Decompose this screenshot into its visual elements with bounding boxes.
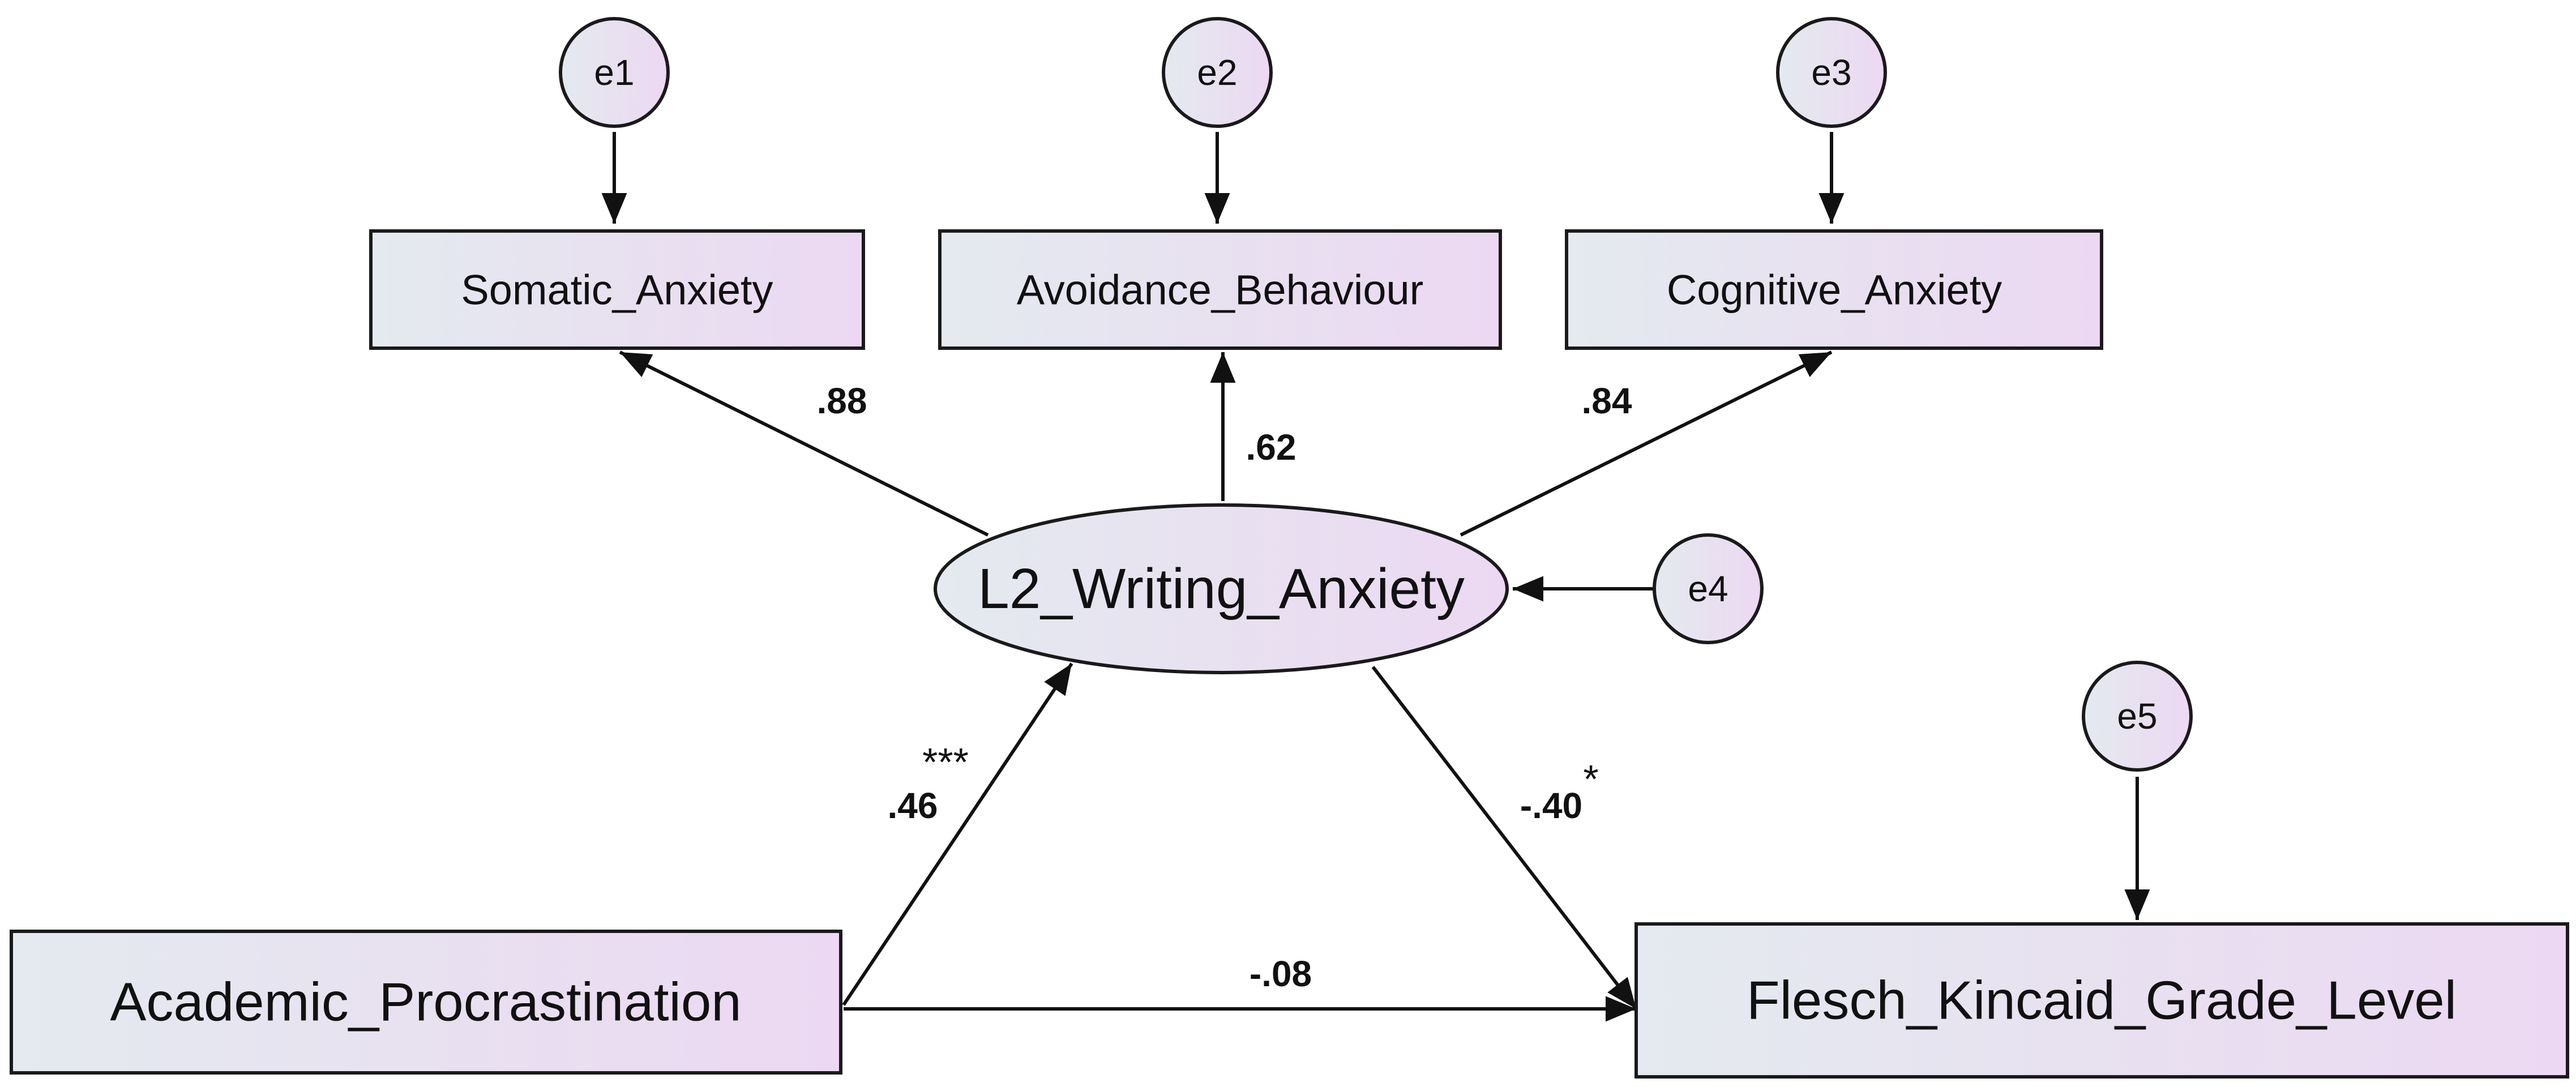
latent-l2-writing-anxiety: L2_Writing_Anxiety xyxy=(934,503,1509,674)
coef-somatic: .88 xyxy=(817,380,867,421)
indicator-cognitive-anxiety: Cognitive_Anxiety xyxy=(1565,229,2103,350)
path-predictor-to-latent xyxy=(842,662,1073,1006)
indicator-somatic-anxiety: Somatic_Anxiety xyxy=(369,229,865,350)
path-latent-to-somatic xyxy=(619,350,989,537)
path-latent-to-outcome xyxy=(1371,666,1638,1010)
error-label-e1: e1 xyxy=(594,52,634,93)
error-node-e5: e5 xyxy=(2082,661,2193,772)
sig-latent-to-outcome: * xyxy=(1583,757,1598,801)
indicator-cognitive-label: Cognitive_Anxiety xyxy=(1667,267,2002,314)
coef-latent-to-outcome: -.40 xyxy=(1520,785,1582,826)
outcome-label: Flesch_Kincaid_Grade_Level xyxy=(1747,970,2457,1031)
observed-flesch-kincaid-grade-level: Flesch_Kincaid_Grade_Level xyxy=(1634,922,2569,1079)
error-node-e3: e3 xyxy=(1776,17,1887,128)
coef-predictor-to-latent: .46 xyxy=(888,785,938,826)
error-label-e2: e2 xyxy=(1197,52,1237,93)
predictor-label: Academic_Procrastination xyxy=(110,972,741,1033)
error-label-e4: e4 xyxy=(1688,568,1728,609)
sig-predictor-to-latent: *** xyxy=(922,740,969,784)
error-node-e1: e1 xyxy=(559,17,670,128)
error-node-e4: e4 xyxy=(1653,533,1764,644)
latent-label: L2_Writing_Anxiety xyxy=(978,557,1465,620)
path-latent-to-cognitive xyxy=(1460,350,1833,537)
indicator-avoidance-behaviour: Avoidance_Behaviour xyxy=(938,229,1502,350)
coef-avoidance: .62 xyxy=(1246,427,1296,468)
coef-direct: -.08 xyxy=(1250,953,1312,994)
error-label-e5: e5 xyxy=(2117,696,2157,737)
coef-cognitive: .84 xyxy=(1582,380,1632,421)
indicator-somatic-label: Somatic_Anxiety xyxy=(461,267,773,314)
error-label-e3: e3 xyxy=(1811,52,1851,93)
error-node-e2: e2 xyxy=(1162,17,1273,128)
observed-academic-procrastination: Academic_Procrastination xyxy=(10,930,842,1075)
indicator-avoidance-label: Avoidance_Behaviour xyxy=(1017,267,1424,314)
